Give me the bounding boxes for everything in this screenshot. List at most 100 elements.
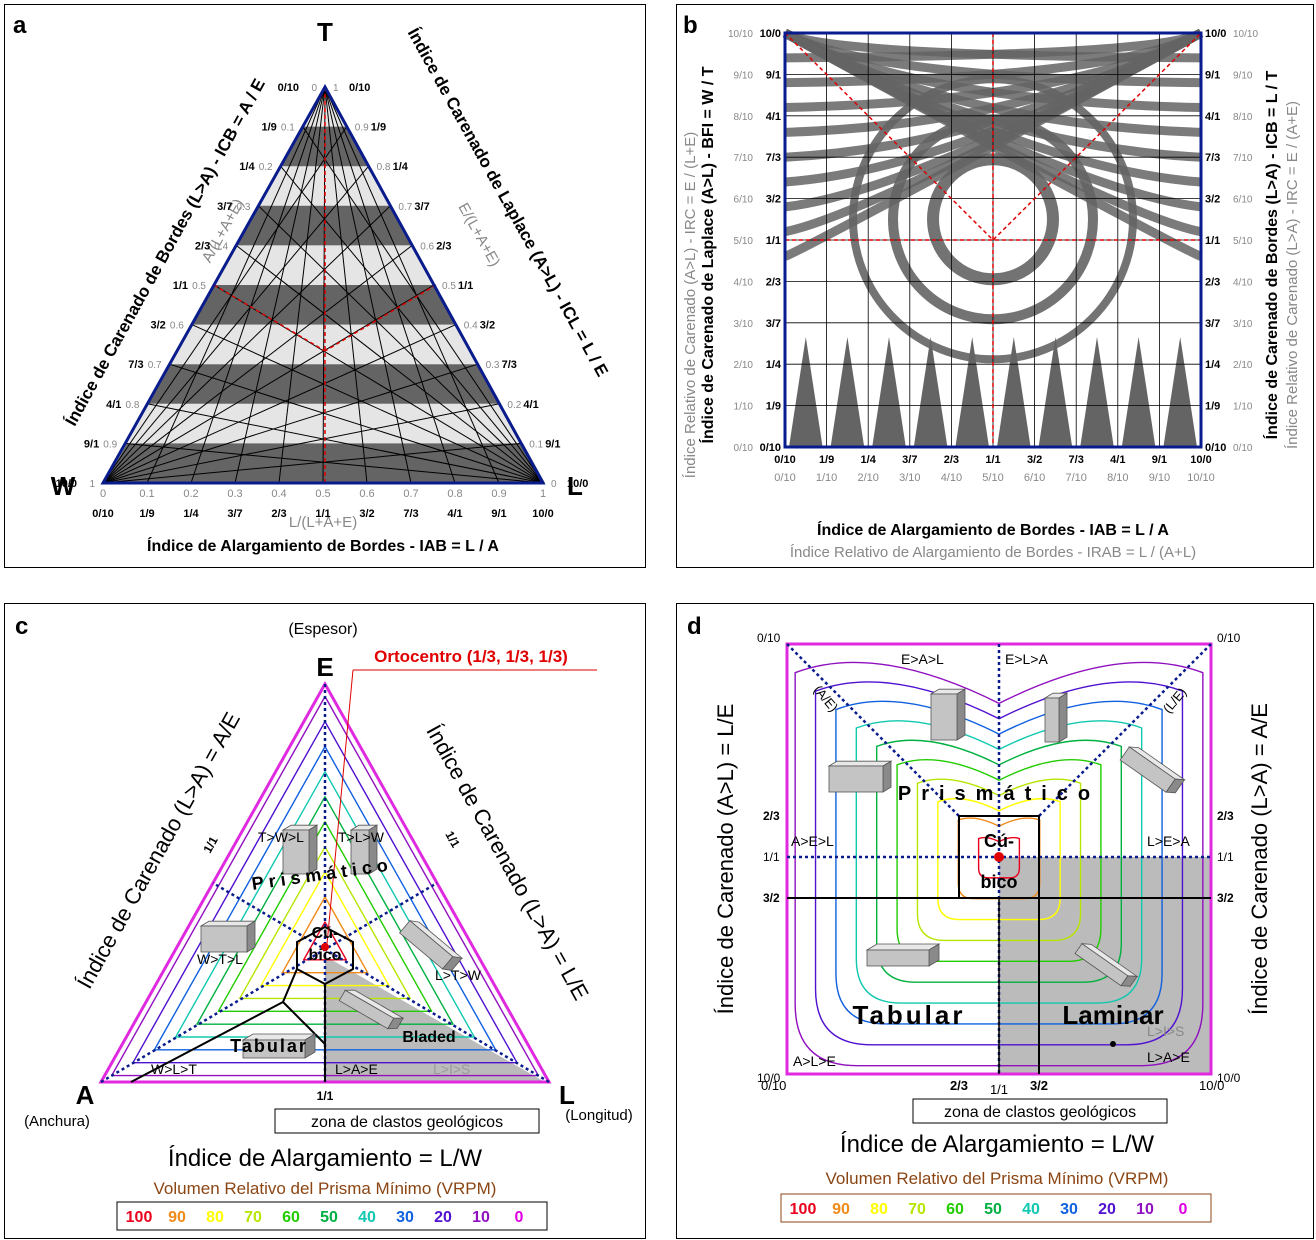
b-left-ratio-tick: 3/7 xyxy=(766,318,781,330)
a-right-frac-tick: 0.9 xyxy=(355,123,369,134)
legend-item: 60 xyxy=(946,1201,964,1218)
ternary-diagram-c: c (Espesor) E Ortocentro (1/3, 1/3, 1/3)… xyxy=(15,613,633,1231)
tick-right-1-1: 1/1 xyxy=(442,829,462,851)
a-right-ratio-tick: 7/3 xyxy=(502,359,517,371)
region-lea: L>E>A xyxy=(1147,833,1190,849)
a-bottom-ratio-tick: 2/3 xyxy=(271,508,286,520)
a-left-frac-tick: 1 xyxy=(89,479,95,490)
b-left-ratio-tick: 1/4 xyxy=(766,359,782,371)
right-gray-title: Índice Relativo de Carenado (L>A) - IRC … xyxy=(1284,101,1301,449)
region-lis: L>I>S xyxy=(1147,1023,1184,1039)
a-bottom-frac-tick: 0.8 xyxy=(447,488,462,500)
right-gray-label: E/(L+A+E) xyxy=(455,200,504,270)
panel-letter-d: d xyxy=(687,613,702,640)
left-note: (Anchura) xyxy=(24,1113,90,1130)
a-bottom-frac-tick: 1 xyxy=(540,488,546,500)
x-tick-4: 10/0 xyxy=(1199,1078,1224,1093)
region-twl: T>W>L xyxy=(258,829,304,845)
b-left-ratio-tick: 7/3 xyxy=(766,152,781,164)
right-note: (Longitud) xyxy=(565,1107,633,1124)
corner-br: 10/0 xyxy=(1217,1071,1241,1085)
b-bottom-ratio-tick: 3/7 xyxy=(902,454,917,466)
a-left-ratio-tick: 3/2 xyxy=(151,320,166,332)
legend-item: 30 xyxy=(1060,1201,1078,1218)
tabular-word: Tabular xyxy=(230,1036,308,1056)
a-left-ratio-tick: 4/1 xyxy=(106,399,121,411)
region-tlw: T>L>W xyxy=(338,829,385,845)
b-left-tenth-tick: 0/10 xyxy=(734,443,754,454)
a-bottom-frac-tick: 0.3 xyxy=(227,488,242,500)
left-axis-title: Índice de Carenado (A>L) = L/E xyxy=(713,704,738,1015)
a-bottom-ratio-tick: 10/0 xyxy=(532,508,553,520)
tick-left-1-1: 1/1 xyxy=(200,834,220,856)
b-bottom-tenth-tick: 0/10 xyxy=(774,472,795,484)
legend-item: 30 xyxy=(396,1209,414,1226)
legend-item: 70 xyxy=(244,1209,262,1226)
legend-item: 20 xyxy=(434,1209,452,1226)
b-left-tenth-tick: 7/10 xyxy=(734,153,754,164)
panel-d: d Índice de Carenado (A>L) = L/E Índice … xyxy=(676,603,1314,1239)
a-right-ratio-tick: 2/3 xyxy=(436,240,451,252)
b-bottom-tenth-tick: 10/10 xyxy=(1187,472,1215,484)
b-bottom-ratio-tick: 2/3 xyxy=(944,454,959,466)
a-left-frac-tick: 0.4 xyxy=(214,241,228,252)
a-left-frac-tick: 0.3 xyxy=(236,202,250,213)
a-right-ratio-tick: 3/2 xyxy=(480,320,495,332)
region-wtl: W>T>L xyxy=(197,951,243,967)
b-bottom-tenth-tick: 4/10 xyxy=(941,472,962,484)
legend-item: 10 xyxy=(1136,1201,1154,1218)
x-tick-2: 1/1 xyxy=(990,1082,1008,1097)
b-right-ratio-tick: 0/10 xyxy=(1205,442,1226,454)
region-ela: E>L>A xyxy=(1005,651,1048,667)
b-bottom-ratio-tick: 1/4 xyxy=(861,454,877,466)
a-left-frac-tick: 0.8 xyxy=(125,400,139,411)
b-right-ratio-tick: 9/1 xyxy=(1205,69,1220,81)
b-left-ratio-tick: 4/1 xyxy=(766,111,781,123)
x-tick-3: 3/2 xyxy=(1030,1078,1048,1093)
prismatic-word: Prismático xyxy=(898,783,1100,805)
bottom-axis-title: Índice de Alargamiento de Bordes - IAB =… xyxy=(147,536,499,555)
cubic-word-1: Cú- xyxy=(312,925,339,942)
b-right-ratio-tick: 1/1 xyxy=(1205,235,1220,247)
top-note: (Espesor) xyxy=(288,621,357,638)
square-diagram-d: d Índice de Carenado (A>L) = L/E Índice … xyxy=(687,613,1272,1223)
panel-letter-c: c xyxy=(15,613,28,640)
prismatic-word: Prismático xyxy=(250,854,393,894)
a-left-ratio-tick: 3/7 xyxy=(217,201,232,213)
a-right-frac-tick: 1 xyxy=(333,83,339,94)
b-right-tenth-tick: 2/10 xyxy=(1233,360,1253,371)
b-left-tenth-tick: 10/10 xyxy=(728,29,753,40)
b-bottom-tenth-tick: 9/10 xyxy=(1149,472,1170,484)
x-tick-1: 2/3 xyxy=(950,1078,968,1093)
b-left-ratio-tick: 1/1 xyxy=(766,235,781,247)
a-left-ratio-tick: 2/3 xyxy=(195,240,210,252)
b-bottom-tenth-tick: 3/10 xyxy=(899,472,920,484)
a-left-ratio-tick: 0/10 xyxy=(278,82,299,94)
b-left-ratio-tick: 9/1 xyxy=(766,69,781,81)
b-right-tenth-tick: 1/10 xyxy=(1233,402,1253,413)
orthocenter-label: Ortocentro (1/3, 1/3, 1/3) xyxy=(374,647,568,666)
a-right-ratio-tick: 9/1 xyxy=(545,438,560,450)
legend-item: 80 xyxy=(870,1201,888,1218)
a-bottom-frac-tick: 0.7 xyxy=(403,488,418,500)
a-right-frac-tick: 0.2 xyxy=(507,400,521,411)
b-right-tenth-tick: 4/10 xyxy=(1233,277,1253,288)
x-tick-0: 0/10 xyxy=(761,1078,786,1093)
a-bottom-ratio-tick: 1/9 xyxy=(139,508,154,520)
a-bottom-ratio-tick: 3/7 xyxy=(227,508,242,520)
a-left-ratio-tick: 1/1 xyxy=(173,280,188,292)
a-bottom-frac-tick: 0.1 xyxy=(139,488,154,500)
a-bottom-ratio-tick: 0/10 xyxy=(92,508,113,520)
b-right-tenth-tick: 3/10 xyxy=(1233,319,1253,330)
region-eal: E>A>L xyxy=(901,651,944,667)
geo-zone-label: zona de clastos geológicos xyxy=(311,1114,503,1131)
b-left-tenth-tick: 6/10 xyxy=(734,195,754,206)
tabular-word: Tabular xyxy=(853,1000,966,1030)
legend-item: 80 xyxy=(206,1209,224,1226)
legend-item: 40 xyxy=(1022,1201,1040,1218)
b-bottom-tenth-tick: 6/10 xyxy=(1024,472,1045,484)
b-bottom-tenth-tick: 8/10 xyxy=(1107,472,1128,484)
b-right-ratio-tick: 2/3 xyxy=(1205,276,1220,288)
